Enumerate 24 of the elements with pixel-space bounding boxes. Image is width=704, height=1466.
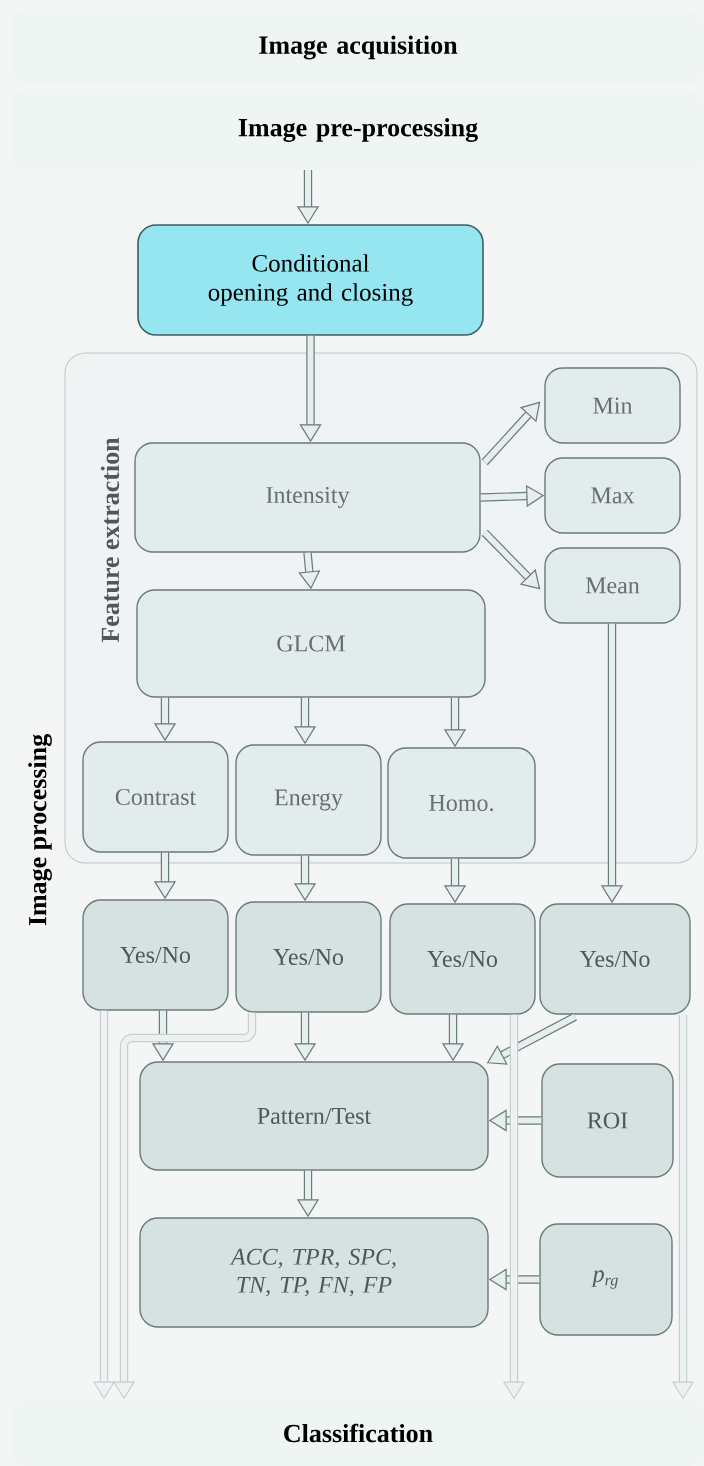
stage-band: Classification [12,1400,704,1466]
process-box: Yes/No [539,903,691,1015]
arrow [481,401,541,466]
process-box: Min [544,367,681,444]
process-box: Contrast [82,741,229,853]
process-box: Pattern/Test [139,1061,489,1171]
process-box: Max [544,457,681,534]
process-box: Yes/No [235,901,382,1013]
panel-title: Feature extraction [100,437,120,643]
process-box: GLCM [136,589,486,698]
process-box: p$_{rg}$ [539,1223,673,1336]
process-box: Intensity [134,442,481,553]
stage-band: Image pre-processing [12,90,704,170]
process-box: Homo. [387,747,536,859]
process-box: Yes/No [389,903,536,1015]
process-box: ROI [541,1063,674,1178]
process-box: ACC, TPR, SPC, TN, TP, FN, FP [139,1217,489,1328]
process-box: Conditional opening and closing [137,224,484,336]
arrow [481,529,541,590]
process-box: Energy [235,744,382,856]
process-box: Yes/No [82,899,229,1011]
side-label: Image processing [28,734,52,926]
process-box: Mean [544,547,681,624]
stage-band: Image acquisition [12,10,704,85]
